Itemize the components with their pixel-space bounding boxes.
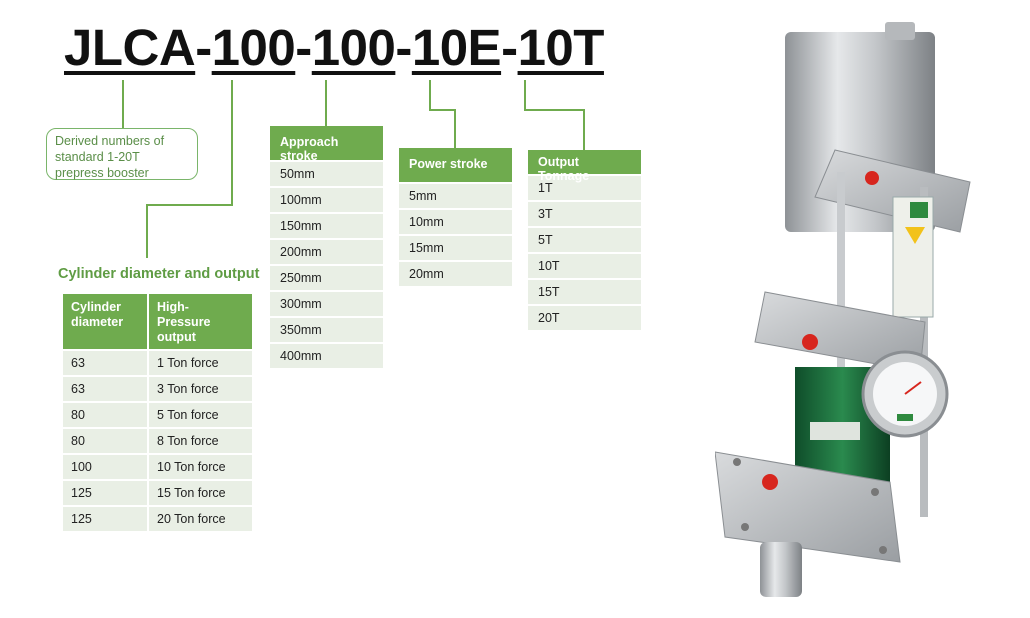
cylinder-table-title: Cylinder diameter and output bbox=[58, 266, 260, 282]
list-item: 100mm bbox=[270, 188, 383, 212]
warning-icon bbox=[905, 227, 925, 244]
list-item: 20T bbox=[528, 306, 641, 330]
list-item: 5mm bbox=[399, 184, 512, 208]
approach-stroke-header: Approach stroke bbox=[270, 126, 383, 163]
model-separator: - bbox=[295, 19, 312, 76]
output-rod bbox=[760, 542, 802, 597]
connector-tonnage bbox=[524, 80, 585, 150]
list-item: 300mm bbox=[270, 292, 383, 316]
header-high-pressure-output: High- Pressure output bbox=[149, 294, 252, 349]
top-port bbox=[885, 22, 915, 40]
list-item: 10T bbox=[528, 254, 641, 278]
gauge-needle bbox=[904, 381, 922, 395]
diameter-cell: 80 bbox=[63, 403, 147, 427]
brand-logo bbox=[910, 202, 928, 218]
mount-hole bbox=[879, 546, 887, 554]
model-code: JLCA-100-100-10E-10T bbox=[64, 18, 604, 78]
booster-cylinder-image bbox=[715, 22, 971, 597]
header-line: output bbox=[157, 330, 196, 344]
list-item: 150mm bbox=[270, 214, 383, 238]
note-line: Derived numbers of bbox=[55, 134, 165, 148]
red-plug bbox=[865, 171, 879, 185]
power-stroke-column: Power stroke 5mm 10mm 15mm 20mm bbox=[399, 148, 512, 286]
power-stroke-header: Power stroke bbox=[399, 148, 512, 182]
model-cylinder-diameter: 100 bbox=[211, 19, 296, 76]
connector-power bbox=[429, 80, 456, 148]
diameter-cell: 80 bbox=[63, 429, 147, 453]
model-separator: - bbox=[395, 19, 412, 76]
list-item: 15T bbox=[528, 280, 641, 304]
diameter-cell: 63 bbox=[63, 351, 147, 375]
list-item: 200mm bbox=[270, 240, 383, 264]
header-cylinder-diameter: Cylinder diameter bbox=[63, 294, 147, 349]
list-item: 10mm bbox=[399, 210, 512, 234]
output-tonnage-header: Output Tonnage bbox=[528, 150, 641, 183]
header-line: Cylinder bbox=[71, 300, 122, 314]
list-item: 3T bbox=[528, 202, 641, 226]
list-item: 400mm bbox=[270, 344, 383, 368]
tie-rod bbox=[920, 187, 928, 517]
list-item: 20mm bbox=[399, 262, 512, 286]
note-line: prepress booster bbox=[55, 166, 149, 180]
output-cell: 5 Ton force bbox=[149, 403, 252, 427]
model-separator: - bbox=[501, 19, 518, 76]
gauge-brand bbox=[897, 414, 913, 421]
list-item: 350mm bbox=[270, 318, 383, 342]
list-item: 15mm bbox=[399, 236, 512, 260]
approach-stroke-column: Approach stroke 50mm 100mm 150mm 200mm 2… bbox=[270, 126, 383, 368]
output-tonnage-column: Output Tonnage 1T 3T 5T 10T 15T 20T bbox=[528, 150, 641, 330]
table-header-row: Cylinder diameter High- Pressure output bbox=[63, 294, 252, 349]
header-line: High- bbox=[157, 300, 189, 314]
model-power-stroke: 10E bbox=[411, 19, 502, 76]
model-approach-stroke: 100 bbox=[311, 19, 396, 76]
cylinder-table: Cylinder diameter High- Pressure output … bbox=[63, 294, 252, 533]
list-item: 250mm bbox=[270, 266, 383, 290]
output-cell: 15 Ton force bbox=[149, 481, 252, 505]
output-cell: 1 Ton force bbox=[149, 351, 252, 375]
model-tonnage: 10T bbox=[517, 19, 605, 76]
derived-numbers-note: Derived numbers of standard 1-20T prepre… bbox=[46, 128, 198, 180]
output-cell: 20 Ton force bbox=[149, 507, 252, 531]
diameter-cell: 125 bbox=[63, 481, 147, 505]
list-item: 5T bbox=[528, 228, 641, 252]
model-series: JLCA bbox=[64, 19, 196, 76]
base-plate bbox=[715, 451, 901, 563]
output-cell: 3 Ton force bbox=[149, 377, 252, 401]
note-line: standard 1-20T bbox=[55, 150, 140, 164]
red-plug bbox=[762, 474, 778, 490]
header-line: Pressure bbox=[157, 315, 211, 329]
header-line: diameter bbox=[71, 315, 124, 329]
model-separator: - bbox=[195, 19, 212, 76]
diameter-cell: 63 bbox=[63, 377, 147, 401]
mount-hole bbox=[741, 523, 749, 531]
diameter-cell: 125 bbox=[63, 507, 147, 531]
red-plug bbox=[802, 334, 818, 350]
connector-diameter bbox=[146, 80, 233, 258]
diameter-cell: 100 bbox=[63, 455, 147, 479]
mount-hole bbox=[871, 488, 879, 496]
green-cylinder-label bbox=[810, 422, 860, 440]
list-item: 1T bbox=[528, 176, 641, 200]
mount-hole bbox=[733, 458, 741, 466]
list-item: 50mm bbox=[270, 162, 383, 186]
output-cell: 8 Ton force bbox=[149, 429, 252, 453]
output-cell: 10 Ton force bbox=[149, 455, 252, 479]
